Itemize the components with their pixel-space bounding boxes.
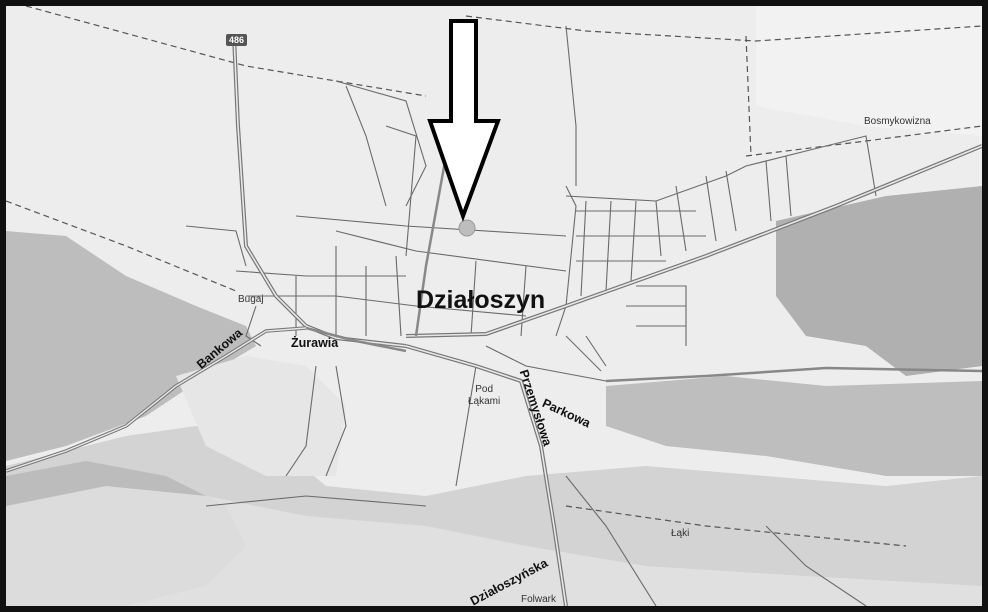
road-przemyslowa-center bbox=[405, 345, 567, 606]
road-east bbox=[605, 366, 982, 383]
street bbox=[725, 170, 737, 232]
forest-west bbox=[6, 231, 256, 461]
street bbox=[630, 200, 637, 282]
street bbox=[235, 270, 406, 277]
place-label-laki: Łąki bbox=[671, 528, 690, 539]
forest-southeast bbox=[606, 376, 982, 476]
street bbox=[385, 125, 417, 257]
meadow-north-east bbox=[756, 6, 982, 136]
street bbox=[580, 200, 587, 297]
street bbox=[555, 185, 577, 337]
street bbox=[185, 225, 247, 267]
street-grid bbox=[185, 25, 877, 606]
street bbox=[335, 80, 427, 207]
boundary-east bbox=[745, 125, 982, 157]
meadow-center-south bbox=[176, 356, 346, 476]
land-areas bbox=[6, 6, 982, 606]
street bbox=[245, 305, 262, 347]
river-valley bbox=[6, 486, 982, 606]
street bbox=[455, 365, 477, 487]
boundary-west bbox=[6, 200, 237, 292]
road-bankowa-center bbox=[6, 327, 307, 472]
target-marker bbox=[458, 219, 476, 237]
town-label: Działoszyn bbox=[416, 286, 546, 314]
street bbox=[470, 260, 477, 337]
place-label-folwark: Folwark bbox=[521, 594, 557, 605]
street bbox=[335, 230, 567, 272]
place-label-bugaj: Bugaj bbox=[238, 294, 264, 305]
boundary-north bbox=[25, 6, 427, 97]
road-zurawia bbox=[305, 326, 407, 353]
street bbox=[285, 365, 317, 477]
street bbox=[765, 525, 867, 606]
street bbox=[395, 255, 402, 337]
street bbox=[565, 25, 577, 186]
boundary-northeast bbox=[465, 15, 982, 42]
road-number-shield-icon: 486 bbox=[226, 34, 248, 46]
street bbox=[765, 160, 772, 222]
street bbox=[325, 365, 347, 477]
road-486-center bbox=[233, 35, 407, 347]
street bbox=[520, 265, 527, 337]
forest-east bbox=[776, 186, 982, 376]
boundary-south bbox=[565, 505, 907, 547]
street bbox=[605, 200, 612, 292]
street-label-zurawia: Żurawia bbox=[291, 336, 339, 350]
street bbox=[636, 285, 687, 346]
map-canvas bbox=[6, 6, 982, 606]
place-label-pod-lakami: Pod Łąkami bbox=[468, 384, 501, 407]
street bbox=[655, 200, 662, 257]
down-arrow-icon bbox=[427, 19, 501, 222]
place-label-bosmykowizna: Bosmykowizna bbox=[864, 116, 931, 127]
boundaries bbox=[6, 6, 982, 547]
street bbox=[675, 185, 687, 252]
main-roads bbox=[6, 25, 982, 606]
street bbox=[705, 175, 717, 242]
boundary-vertical bbox=[745, 35, 752, 157]
street bbox=[485, 345, 607, 382]
street bbox=[205, 495, 427, 507]
street bbox=[295, 215, 567, 237]
road-northeast-center bbox=[405, 145, 982, 337]
street bbox=[345, 85, 387, 207]
street bbox=[246, 295, 527, 317]
street bbox=[585, 335, 607, 367]
street bbox=[565, 475, 657, 606]
street bbox=[785, 155, 792, 217]
street bbox=[565, 335, 602, 372]
